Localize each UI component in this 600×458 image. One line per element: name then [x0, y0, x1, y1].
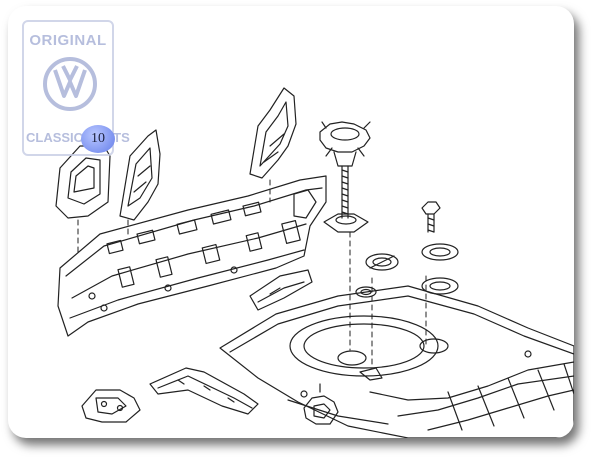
diagram-card: ORIGINAL CLASSIC PARTS 10 [8, 6, 574, 438]
washer-rings[interactable] [355, 243, 459, 298]
bracket-part-10[interactable] [55, 145, 111, 219]
long-bracket[interactable] [149, 367, 259, 415]
stamp-top-text: ORIGINAL [29, 32, 107, 49]
vw-logo-icon [43, 57, 97, 111]
callout-part-10[interactable]: 10 [81, 125, 115, 153]
screw[interactable] [421, 201, 441, 233]
threaded-rod[interactable] [323, 165, 369, 233]
rear-floor-pan[interactable] [219, 285, 574, 438]
leader-lines [77, 179, 427, 367]
pillar-panel-left[interactable] [119, 129, 161, 221]
small-mount[interactable] [81, 389, 141, 423]
exploded-parts-diagram [55, 87, 574, 438]
spare-wheel-clamp-knob[interactable] [319, 121, 371, 167]
floor-bracket-left[interactable] [249, 269, 313, 311]
small-clip[interactable] [303, 383, 339, 425]
pillar-panel-right[interactable] [249, 87, 297, 179]
rear-cross-panel[interactable] [57, 175, 327, 337]
